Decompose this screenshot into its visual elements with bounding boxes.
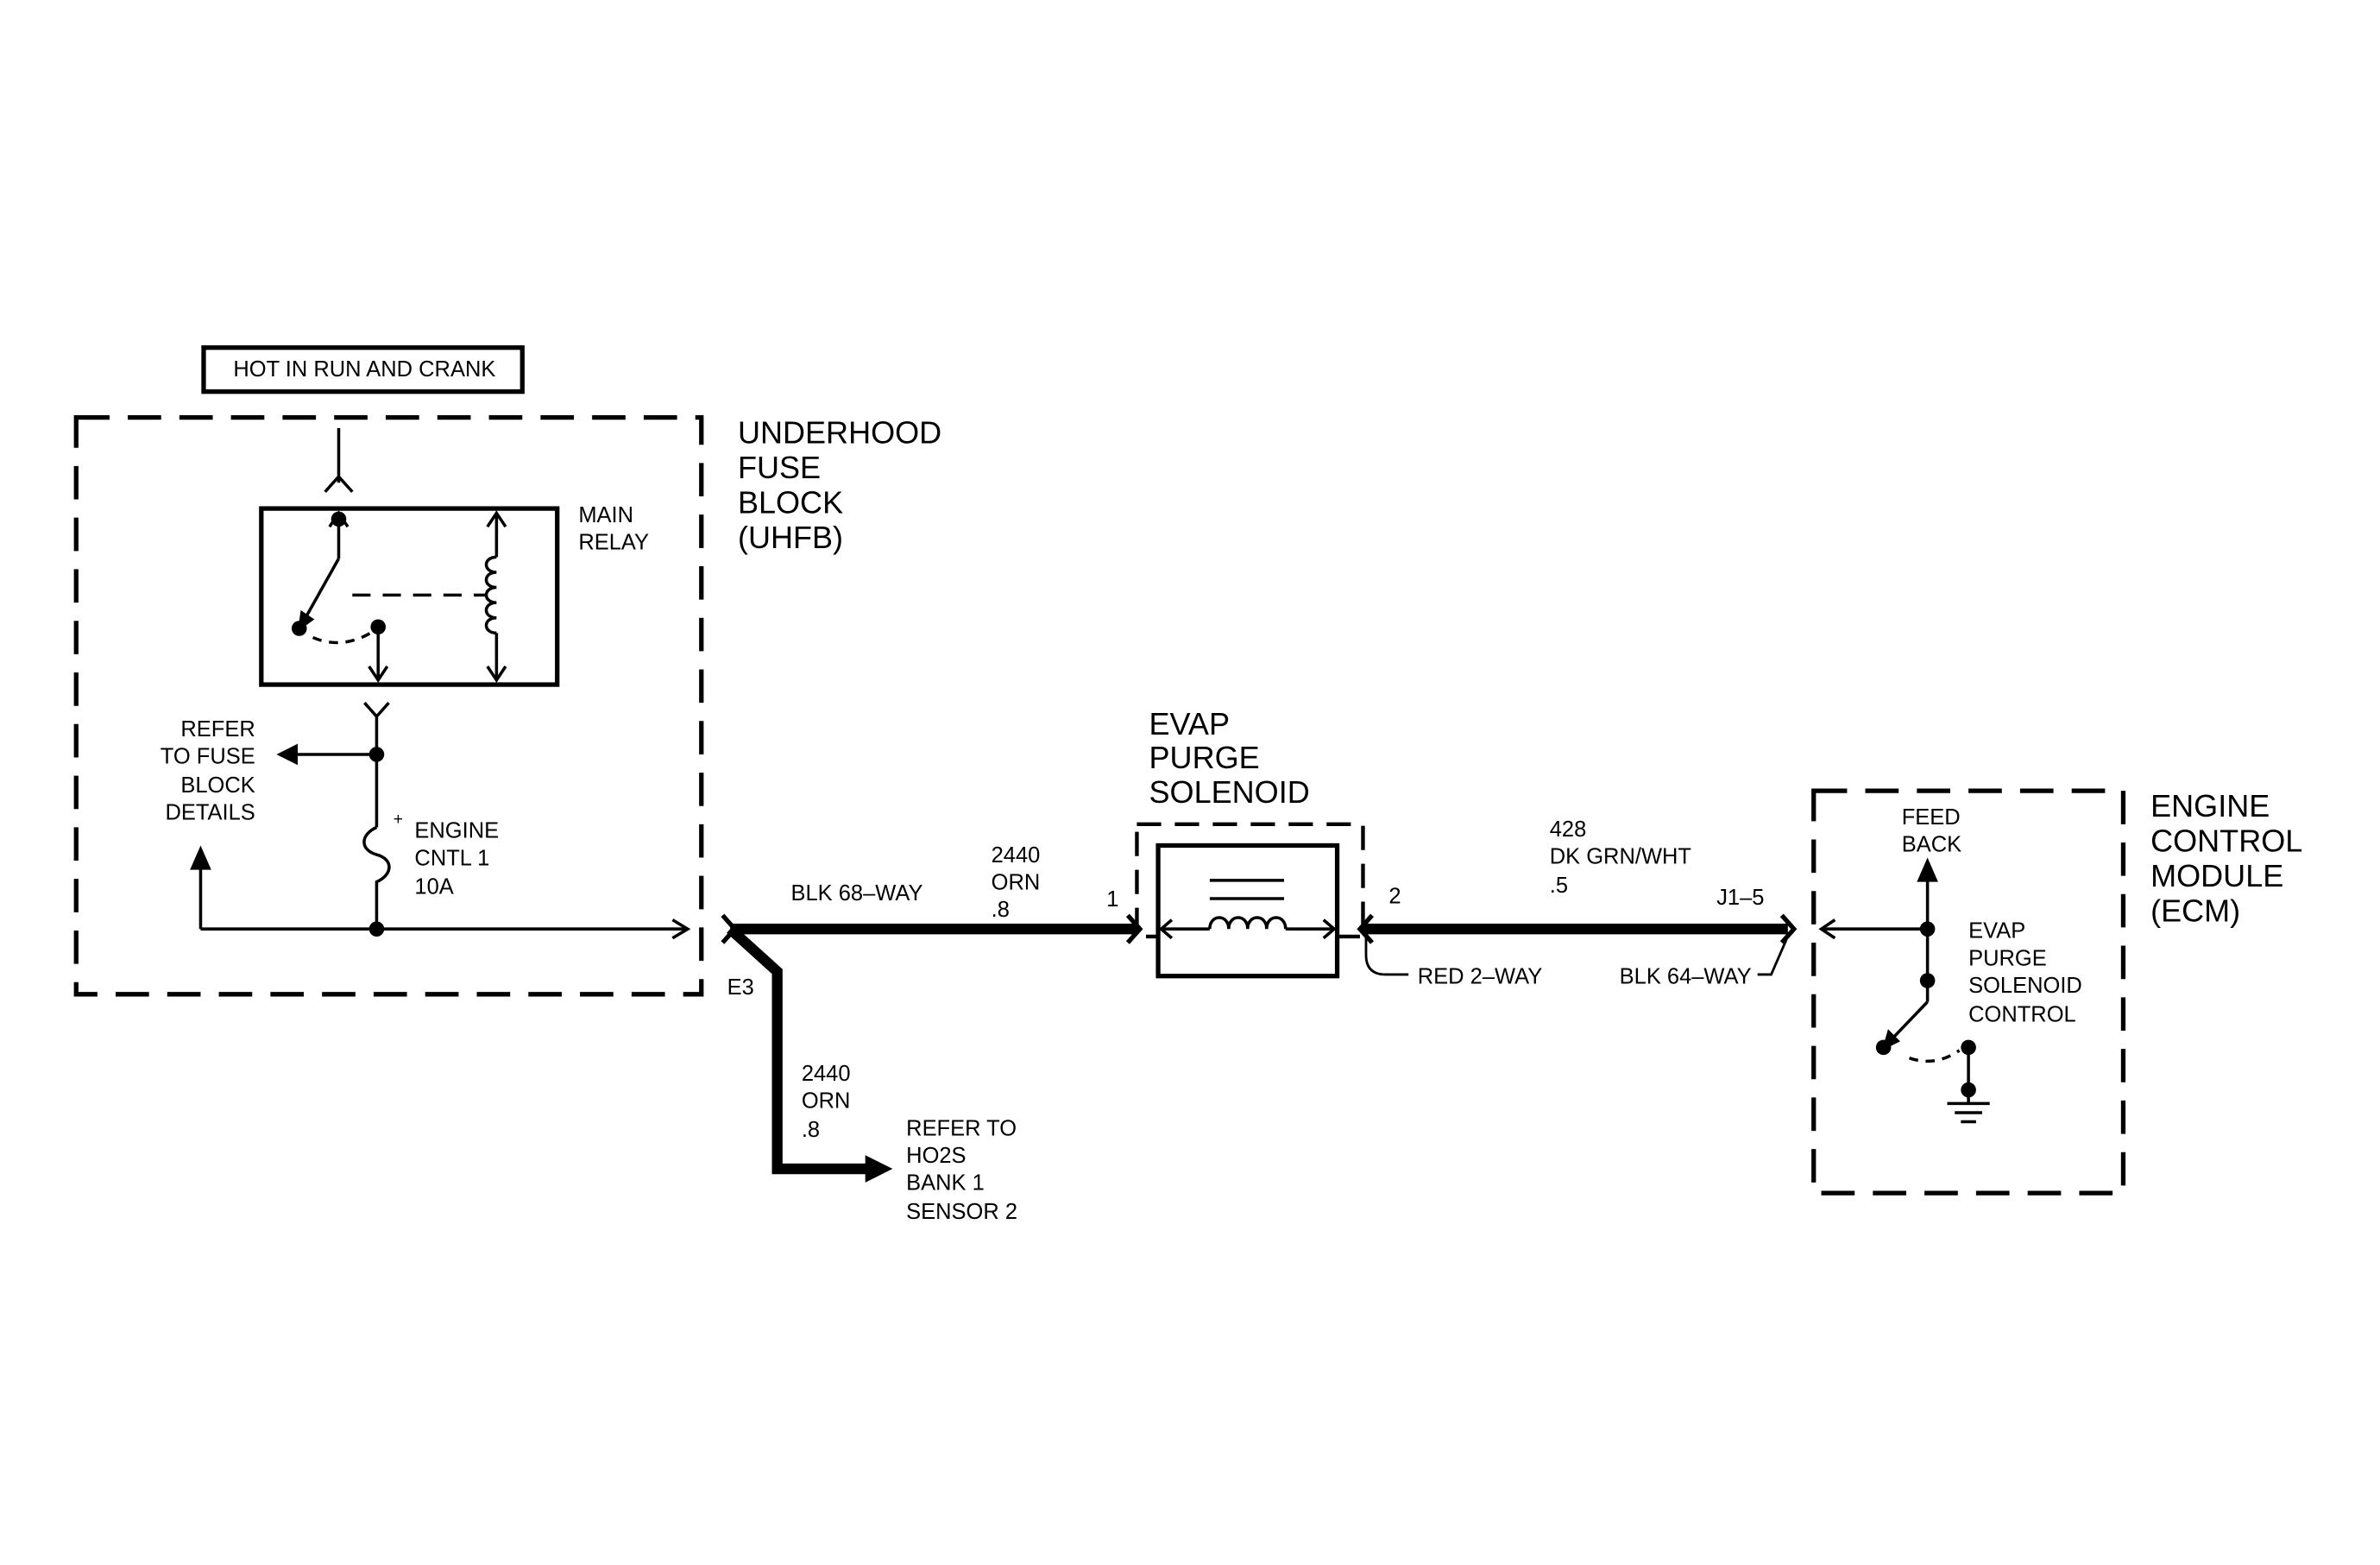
ecm-control-label-line: PURGE [1968, 946, 2047, 970]
wire-2440-branch-label-line: 2440 [802, 1062, 851, 1086]
uhfb-title-line: UNDERHOOD [738, 414, 941, 450]
fuse-block-refer-line: TO FUSE [161, 745, 255, 769]
ho2s-refer-arrow-icon [865, 1155, 893, 1183]
wire-2440-label-line: .8 [992, 898, 1010, 922]
ecm-title-line: CONTROL [2150, 824, 2302, 859]
ecm-feedback-label-line: BACK [1902, 833, 1961, 857]
fuse-block-refer-line: DETAILS [165, 801, 255, 825]
main-relay-label-line: RELAY [578, 531, 649, 555]
ecm-driver-contact-dot [1875, 1039, 1892, 1056]
ecm-title-line: MODULE [2150, 858, 2283, 893]
ecm-ground-node-dot [1961, 1082, 1976, 1098]
solenoid-pin-2-connector-icon [1357, 913, 1374, 944]
connector-68-way-label: BLK 68–WAY [791, 881, 923, 906]
ecm-module: ENGINE CONTROL MODULE (ECM) FEED BACK EV… [1811, 788, 2302, 1196]
solenoid-coil-icon [1208, 916, 1288, 930]
power-source-frame [201, 345, 525, 394]
relay-coil-top-arrow-icon [486, 510, 507, 528]
circuit-428: 2 RED 2–WAY 428 DK GRN/WHT .5 J1–5 BLK 6… [1357, 817, 1798, 988]
wire-2440-branch-label-line: .8 [802, 1118, 820, 1142]
solenoid-title-line: SOLENOID [1149, 774, 1310, 810]
red-2-way-leader [1364, 936, 1409, 976]
relay-arm-contact-dot [291, 621, 307, 636]
wire-428-label-line: .5 [1550, 874, 1568, 898]
relay-open-travel-arc [312, 631, 372, 645]
fuse-polarity-mark: + [394, 810, 403, 829]
blk-64-way-label: BLK 64–WAY [1620, 964, 1752, 988]
relay-switch-arm [302, 558, 341, 622]
solenoid-pin-1-label: 1 [1106, 887, 1118, 912]
solenoid-body [1155, 842, 1340, 979]
uhfb-output-connector-icon [671, 918, 691, 940]
fuse-block-refer-line: BLOCK [180, 773, 255, 798]
ecm-control-label-line: SOLENOID [1968, 974, 2082, 998]
relay-coil-icon [484, 555, 497, 635]
uhfb-block: UNDERHOOD FUSE BLOCK (UHFB) MAIN RELAY [73, 414, 941, 997]
evap-purge-solenoid: EVAP PURGE SOLENOID [1135, 706, 1365, 979]
uhfb-title-line: BLOCK [738, 484, 843, 520]
solenoid-title-line: PURGE [1149, 740, 1260, 775]
splice-e3-label: E3 [727, 975, 754, 1000]
ecm-control-label-line: CONTROL [1968, 1002, 2076, 1026]
relay-common-contact-dot [331, 511, 347, 527]
main-relay: MAIN RELAY [259, 503, 649, 687]
relay-feed-connector-icon [324, 474, 354, 493]
fuse-label-line: 10A [414, 875, 453, 899]
fuse-icon [362, 825, 391, 930]
relay-output-connector-icon [363, 702, 390, 719]
fuse-label-line: CNTL 1 [414, 846, 489, 870]
fuse-label-line: ENGINE [414, 819, 499, 843]
solenoid-title-line: EVAP [1149, 706, 1230, 741]
ecm-title-line: (ECM) [2150, 893, 2240, 928]
solenoid-pin-2-label: 2 [1388, 884, 1401, 908]
ecm-control-label-line: EVAP [1968, 919, 2025, 943]
uhfb-title-line: (UHFB) [738, 520, 843, 555]
ecm-driver-switch-arm [1891, 1000, 1929, 1040]
power-source-label: HOT IN RUN AND CRANK [233, 357, 495, 382]
ecm-driver-travel-arc [1908, 1049, 1961, 1063]
ho2s-refer-line: BANK 1 [906, 1171, 985, 1196]
main-relay-label-line: MAIN [578, 503, 633, 527]
wire-428-label-line: DK GRN/WHT [1550, 845, 1691, 869]
wire-2440-branch [727, 924, 875, 1175]
ground-icon [1947, 1101, 1990, 1124]
fuse-block-refer-line: REFER [180, 717, 255, 741]
ecm-feedback-label-line: FEED [1902, 805, 1961, 830]
ecm-input-splice-dot [1919, 921, 1936, 937]
ho2s-refer-line: REFER TO [906, 1116, 1017, 1140]
solenoid-pin-1-connector-icon [1125, 913, 1143, 944]
ecm-connector-icon [1779, 913, 1798, 944]
ecm-pin-label: J1–5 [1716, 886, 1764, 910]
wire-2440-label-line: 2440 [992, 843, 1041, 868]
wire-428-label-line: 428 [1550, 817, 1587, 842]
ecm-switch-pivot-dot [1919, 973, 1936, 988]
relay-coil-bottom-arrow-icon [486, 666, 507, 683]
blk-64-way-leader [1757, 938, 1788, 976]
power-source-box: HOT IN RUN AND CRANK [201, 345, 525, 394]
wire-2440-branch-label-line: ORN [802, 1089, 851, 1114]
ecm-title-line: ENGINE [2150, 788, 2270, 824]
ho2s-refer-line: SENSOR 2 [906, 1200, 1017, 1224]
wire-2440-label-line: ORN [992, 870, 1041, 894]
uhfb-title-line: FUSE [738, 450, 821, 485]
solenoid-dashed-outline [1135, 822, 1365, 939]
relay-output-arrow-icon [368, 666, 389, 683]
fuse-block-refer-arrow-icon [276, 743, 299, 766]
fuse-details-refer-arrow-icon [190, 845, 211, 870]
solenoid-right-terminal-icon [1322, 918, 1337, 940]
ecm-feedback-arrow-icon [1917, 857, 1938, 882]
main-relay-frame [259, 506, 560, 687]
ecm-dashed-outline [1811, 788, 2126, 1196]
red-2-way-label: RED 2–WAY [1418, 964, 1542, 988]
uhfb-dashed-outline [73, 414, 704, 997]
circuit-2440: BLK 68–WAY 2440 ORN .8 1 E3 2440 ORN .8 … [721, 843, 1143, 1224]
ho2s-refer-line: HO2S [906, 1144, 966, 1168]
